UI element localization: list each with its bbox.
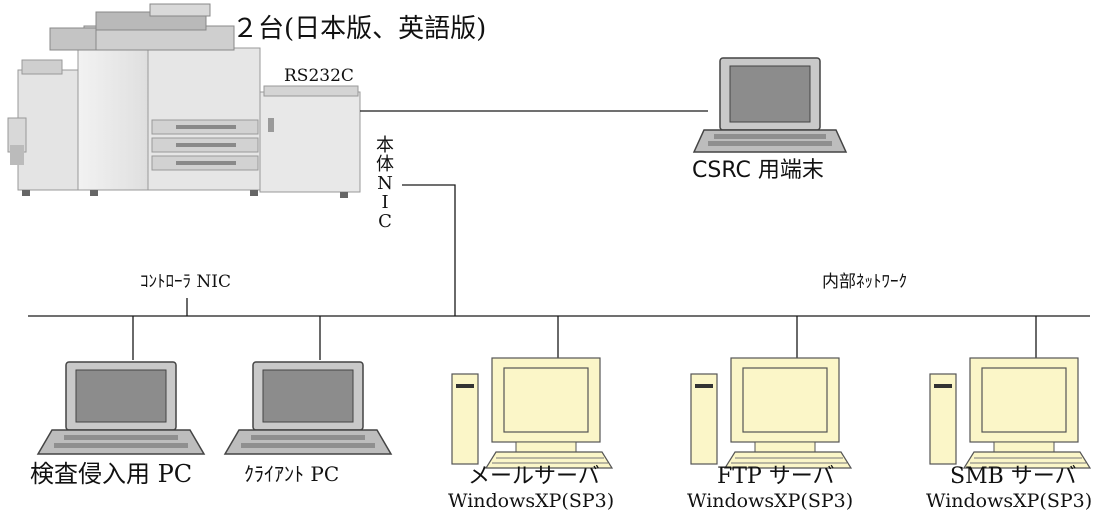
node-label-inspection-pc: 検査侵入用 PC — [30, 460, 193, 488]
csrc-terminal-label: CSRC 用端末 — [692, 158, 824, 183]
body-nic-link — [402, 184, 456, 316]
desktop-icon-ftp — [690, 357, 853, 469]
node-label-client-pc: ｸﾗｲｱﾝﾄ PC — [244, 462, 340, 486]
printer-count-label: ２台(日本版、英語版) — [232, 14, 487, 44]
desktop-icon-mail — [451, 357, 614, 469]
node-os-mail-server: WindowsXP(SP3) — [448, 490, 615, 512]
laptop-icon-client — [223, 361, 393, 455]
connection-lines — [28, 110, 1090, 360]
node-os-ftp-server: WindowsXP(SP3) — [687, 490, 854, 512]
node-label-smb-server: SMB サーバ — [950, 464, 1077, 489]
body-nic-label: 本 体 N I C — [376, 135, 394, 232]
desktop-icon-smb — [929, 357, 1092, 469]
csrc-laptop-icon — [692, 57, 848, 153]
mfp-printer-icon — [7, 3, 361, 198]
rs232c-label: RS232C — [284, 66, 354, 86]
node-label-ftp-server: FTP サーバ — [717, 464, 835, 489]
laptop-icon-inspection — [36, 361, 206, 455]
node-label-mail-server: メールサーバ — [468, 464, 600, 489]
controller-nic-label: ｺﾝﾄﾛｰﾗ NIC — [140, 272, 232, 292]
node-os-smb-server: WindowsXP(SP3) — [926, 490, 1093, 512]
internal-network-label: 内部ﾈｯﾄﾜｰｸ — [822, 272, 907, 292]
